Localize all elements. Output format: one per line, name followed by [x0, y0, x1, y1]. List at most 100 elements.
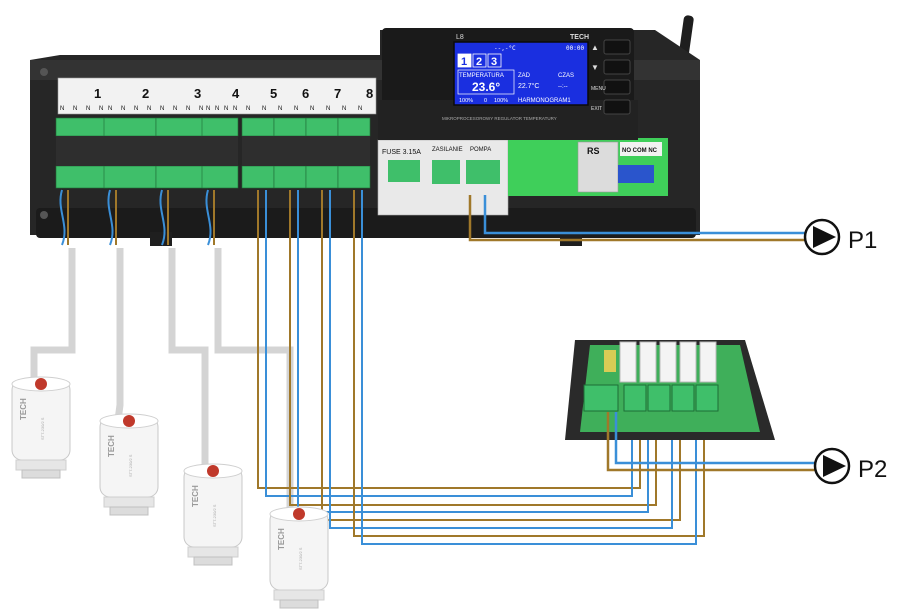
terminal-n-label: N — [173, 106, 177, 112]
brand-label: TECH — [570, 34, 589, 41]
terminal-gap — [156, 136, 208, 166]
actuator-indicator — [35, 378, 47, 390]
zone-number: 3 — [194, 86, 201, 101]
terminal-n-label: N — [147, 106, 151, 112]
terminal-n-label: N — [73, 106, 77, 112]
actuator-brand: TECH — [277, 528, 286, 550]
lcd-tab — [487, 53, 502, 68]
terminal-gap — [306, 136, 338, 166]
actuator-model: STT-230/2 S — [40, 417, 45, 440]
temp-value: 23.6° — [472, 80, 500, 94]
terminal-n-label: N — [186, 106, 190, 112]
actuator-wire — [159, 189, 166, 246]
terminal-block-bottom — [55, 165, 109, 189]
terminal-n-label: N — [342, 106, 346, 112]
terminal-gap — [202, 136, 238, 166]
zone-number: 4 — [232, 86, 240, 101]
terminal-gap — [104, 136, 156, 166]
zone-number: 7 — [334, 86, 341, 101]
zone-number: 6 — [302, 86, 309, 101]
terminal-n-label: N — [121, 106, 125, 112]
actuator-brand: TECH — [19, 398, 28, 420]
zone-wire — [257, 190, 641, 489]
terminal-block-bottom — [103, 165, 157, 189]
control-button-label: ▼ — [591, 63, 599, 72]
terminal-block-top — [201, 117, 239, 137]
model-label: L8 — [456, 34, 464, 41]
actuator: TECH STT-230/2 S — [11, 376, 71, 479]
footer-right: 100% — [494, 98, 508, 104]
actuator-indicator — [293, 508, 305, 520]
clock-text: 00:00 — [566, 45, 584, 52]
terminal-block-bottom — [241, 165, 275, 189]
terminal-n-label: N — [134, 106, 138, 112]
terminal-n-label: N — [160, 106, 164, 112]
actuator-indicator — [123, 415, 135, 427]
terminal-n-label: N — [108, 106, 112, 112]
actuator-model: STT-230/2 S — [128, 454, 133, 477]
footer-mid: 0 — [484, 98, 487, 104]
actuator-wire — [59, 189, 66, 246]
terminal-n-label: N — [326, 106, 330, 112]
set-label: ZAD — [518, 73, 531, 79]
lcd-tab — [472, 53, 487, 68]
control-button-label: EXIT — [591, 106, 602, 112]
control-button[interactable] — [603, 59, 631, 75]
terminal-n-label: N — [233, 106, 237, 112]
actuator-model: STT-230/2 S — [298, 547, 303, 570]
terminal-block-bottom — [337, 165, 371, 189]
terminal-n-label: N — [199, 106, 203, 112]
zone-number: 2 — [142, 86, 149, 101]
terminal-n-label: N — [60, 106, 64, 112]
zone-terminals — [55, 117, 371, 189]
pump-p1-wires — [468, 195, 805, 242]
actuator-indicator — [207, 465, 219, 477]
terminal-block-top — [103, 117, 157, 137]
power-label: ZASILANIE — [432, 147, 463, 153]
status-text: --,-°C — [494, 45, 516, 52]
terminal-block-top — [155, 117, 209, 137]
rs-label: RS — [587, 146, 600, 156]
zone-wire — [361, 190, 697, 545]
rs-section: RS NO COM NC — [508, 138, 668, 196]
terminal-n-label: N — [224, 106, 228, 112]
pump-p2: P2 — [813, 447, 887, 485]
terminal-n-label: N — [99, 106, 103, 112]
terminal-n-label: N — [278, 106, 282, 112]
actuator-wire — [205, 189, 212, 246]
terminal-block-top — [337, 117, 371, 137]
actuator-brand: TECH — [107, 435, 116, 457]
terminal-block-top — [305, 117, 339, 137]
actuator-cables — [30, 248, 294, 515]
control-button[interactable] — [603, 99, 631, 115]
zone-wire — [321, 190, 681, 521]
temp-label: TEMPERATURA — [459, 73, 504, 79]
footer-left: 100% — [459, 98, 473, 104]
actuator-wire — [107, 189, 114, 246]
control-button-label: ▲ — [591, 43, 599, 52]
pump-p1-label: P1 — [848, 227, 877, 254]
actuators: TECH STT-230/2 S TECH STT-230/2 S TECH STT-23… — [11, 376, 329, 609]
control-button[interactable] — [603, 39, 631, 55]
actuator: TECH STT-230/2 S — [269, 506, 329, 609]
terminal-n-label: N — [358, 106, 362, 112]
zone-wire — [265, 190, 633, 497]
terminal-n-label: N — [262, 106, 266, 112]
subtitle-label: MIKROPROCESOROWY REGULATOR TEMPERATURY — [442, 116, 557, 121]
pump-p1: P1 — [803, 218, 877, 256]
terminal-gap — [338, 136, 370, 166]
terminal-block-top — [273, 117, 307, 137]
actuator: TECH STT-230/2 S — [99, 413, 159, 516]
terminal-block-bottom — [273, 165, 307, 189]
terminal-n-label: N — [246, 106, 250, 112]
zone-number: 5 — [270, 86, 277, 101]
terminal-block-bottom — [305, 165, 339, 189]
control-button[interactable] — [603, 79, 631, 95]
control-button-label: MENU — [591, 86, 606, 92]
zone-number: 1 — [94, 86, 101, 101]
